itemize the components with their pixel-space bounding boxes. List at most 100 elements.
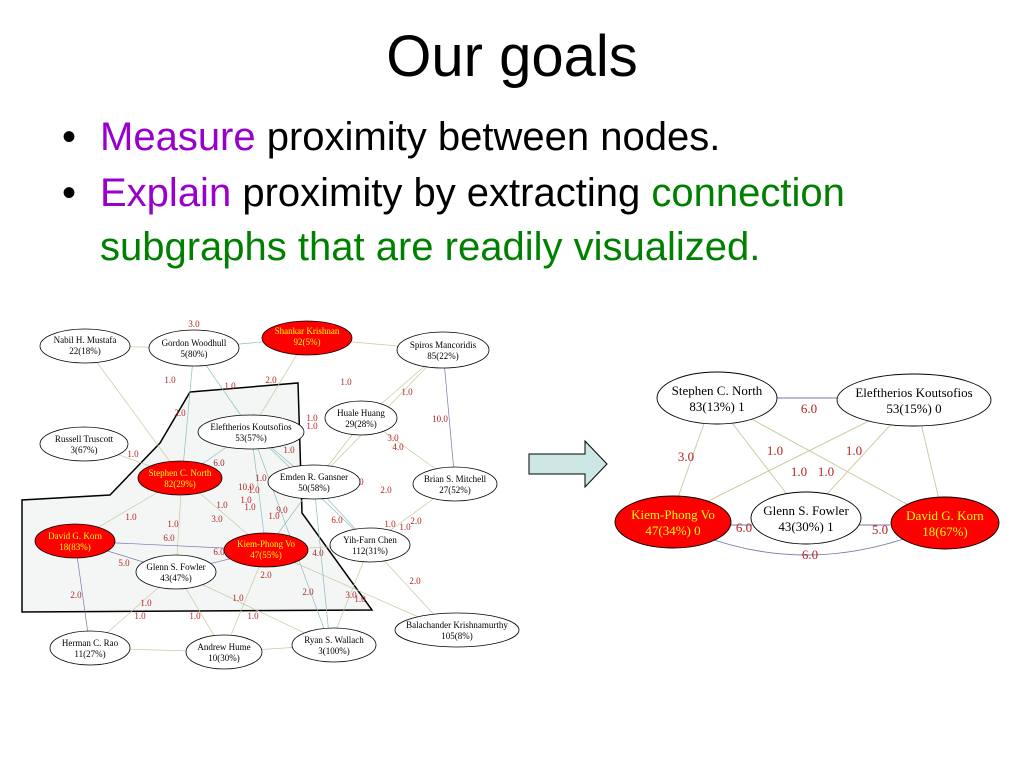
edge-label: 1.0 (140, 598, 152, 608)
edge-label: 2.0 (260, 570, 272, 580)
graph-node-highlighted: David G. Korn 18(83%) (34, 523, 116, 559)
node-name: Eleftherios Koutsofios (210, 422, 292, 432)
node-name: Yih-Farn Chen (343, 535, 397, 545)
edge-label: 6.0 (801, 401, 817, 416)
edge-label: 1.0 (244, 502, 256, 512)
edge-label: 1.0 (767, 443, 783, 458)
bullet-text: proximity by extracting (231, 171, 652, 215)
edge-label: 6.0 (213, 458, 225, 468)
edge-label: 1.0 (791, 464, 807, 479)
node-stat: 11(27%) (74, 649, 105, 659)
edge-label: 4.0 (392, 442, 404, 452)
right-edge-labels: 6.0 3.0 1.0 1.0 1.0 1.0 6.0 5.0 6.0 (678, 401, 888, 562)
node-name: Balachander Krishnamurthy (406, 620, 508, 630)
node-stat: 112(31%) (352, 546, 388, 556)
node-stat: 3(67%) (71, 445, 98, 455)
edge-label: 3.0 (211, 514, 223, 524)
node-stat: 43(47%) (160, 573, 192, 583)
graph-node: Nabil H. Mustafa 22(18%) (39, 328, 131, 364)
edge-label: 2.0 (380, 485, 392, 495)
edge-label: 1.0 (247, 611, 259, 621)
node-name: Eleftherios Koutsofios (855, 385, 972, 400)
node-name: Emden R. Gansner (280, 472, 348, 482)
node-stat: 3(100%) (318, 646, 350, 656)
edge-label: 3.0 (387, 433, 399, 443)
graph-node: Huale Huang 29(28%) (324, 400, 398, 436)
graph-node: Ryan S. Wallach 3(100%) (291, 627, 377, 663)
node-name: David G. Korn (906, 508, 984, 523)
graph-node-highlighted: Stephen C. North 82(29%) (137, 460, 223, 496)
edge-label: 1.0 (306, 413, 318, 423)
edge-label: 1.0 (134, 611, 146, 621)
edge-label: 1.0 (248, 485, 260, 495)
bullet-dot-icon: • (62, 115, 77, 159)
graph-node: Emden R. Gansner 50(58%) (267, 464, 361, 500)
edge-label: 6.0 (163, 533, 175, 543)
graph-node-highlighted: David G. Korn 18(67%) (890, 496, 1000, 550)
edge-label: 1.0 (240, 495, 252, 505)
edge-label: 6.0 (736, 520, 752, 535)
node-name: Stephen C. North (672, 383, 763, 398)
edge-label: 4.0 (312, 548, 324, 558)
edge-labels: 3.0 1.0 1.0 2.0 1.0 1.0 2.0 1.0 1.0 10.0… (70, 319, 448, 621)
node-name: Glenn S. Fowler (146, 562, 205, 572)
node-stat: 83(13%) 1 (689, 399, 744, 414)
node-stat: 47(34%) 0 (645, 523, 700, 538)
edge-label: 1.0 (283, 445, 295, 455)
edge-label: 9.0 (276, 505, 288, 515)
bullet-text: proximity between nodes. (255, 115, 721, 159)
graph-node: Eleftherios Koutsofios 53(57%) (197, 414, 305, 450)
node-name: Spiros Mancoridis (410, 340, 477, 350)
edge-label: 1.0 (224, 381, 236, 391)
node-stat: 53(57%) (235, 433, 267, 443)
edge-label: 1.0 (846, 443, 862, 458)
edge-label: 3.0 (188, 319, 200, 329)
edge-label: 1.0 (399, 522, 411, 532)
edge-label: 1.0 (127, 449, 139, 459)
bullet-highlight-text: connection subgraphs that are readily vi… (100, 171, 845, 269)
graph-node: Russell Truscott 3(67%) (39, 426, 129, 462)
node-stat: 10(30%) (208, 653, 240, 663)
node-stat: 22(18%) (69, 346, 101, 356)
graph-node: Brian S. Mitchell 27(52%) (412, 466, 498, 502)
graph-node-highlighted: Shankar Krishnan 92(5%) (261, 320, 353, 356)
node-stat: 92(5%) (294, 337, 321, 347)
edge-label: 2.0 (265, 375, 277, 385)
node-name: David G. Korn (48, 531, 102, 541)
node-stat: 27(52%) (439, 485, 471, 495)
graph-node: Gordon Woodhull 5(80%) (148, 329, 240, 367)
edge-label: 5.0 (872, 522, 888, 537)
node-stat: 18(83%) (59, 542, 91, 552)
node-stat: 53(15%) 0 (886, 401, 941, 416)
node-name: Andrew Hume (197, 642, 250, 652)
bullet-keyword: Explain (100, 171, 232, 215)
edge-label: 1.0 (167, 519, 179, 529)
edge-label: 6.0 (331, 515, 343, 525)
edge-label: 2.0 (410, 516, 422, 526)
edge-label: 1.0 (164, 375, 176, 385)
edge-label: 1.0 (384, 519, 396, 529)
node-name: Brian S. Mitchell (424, 474, 487, 484)
slide-title: Our goals (386, 24, 638, 89)
transform-arrow-icon (528, 439, 608, 489)
node-stat: 47(55%) (250, 550, 282, 560)
graph-node: Stephen C. North 83(13%) 1 (656, 371, 778, 425)
edge-label: 6.0 (213, 547, 225, 557)
node-stat: 85(22%) (427, 351, 459, 361)
edge-label: 3.0 (345, 590, 357, 600)
node-name: Glenn S. Fowler (763, 503, 849, 518)
node-name: Kiem-Phong Vo (237, 539, 295, 549)
node-stat: 82(29%) (164, 479, 196, 489)
node-name: Herman C. Rao (62, 638, 119, 648)
edge-label: 1.0 (189, 611, 201, 621)
edge-label: 1.0 (232, 593, 244, 603)
edge-label: 2.0 (174, 408, 186, 418)
edge-label: 6.0 (802, 547, 818, 562)
edge-label: 1.0 (268, 511, 280, 521)
edge-label: 10.0 (432, 414, 448, 424)
edge-label: 1.0 (818, 464, 834, 479)
bullet-item: • Measure proximity between nodes. (62, 110, 982, 164)
graph-node: Balachander Krishnamurthy 105(8%) (394, 612, 520, 648)
